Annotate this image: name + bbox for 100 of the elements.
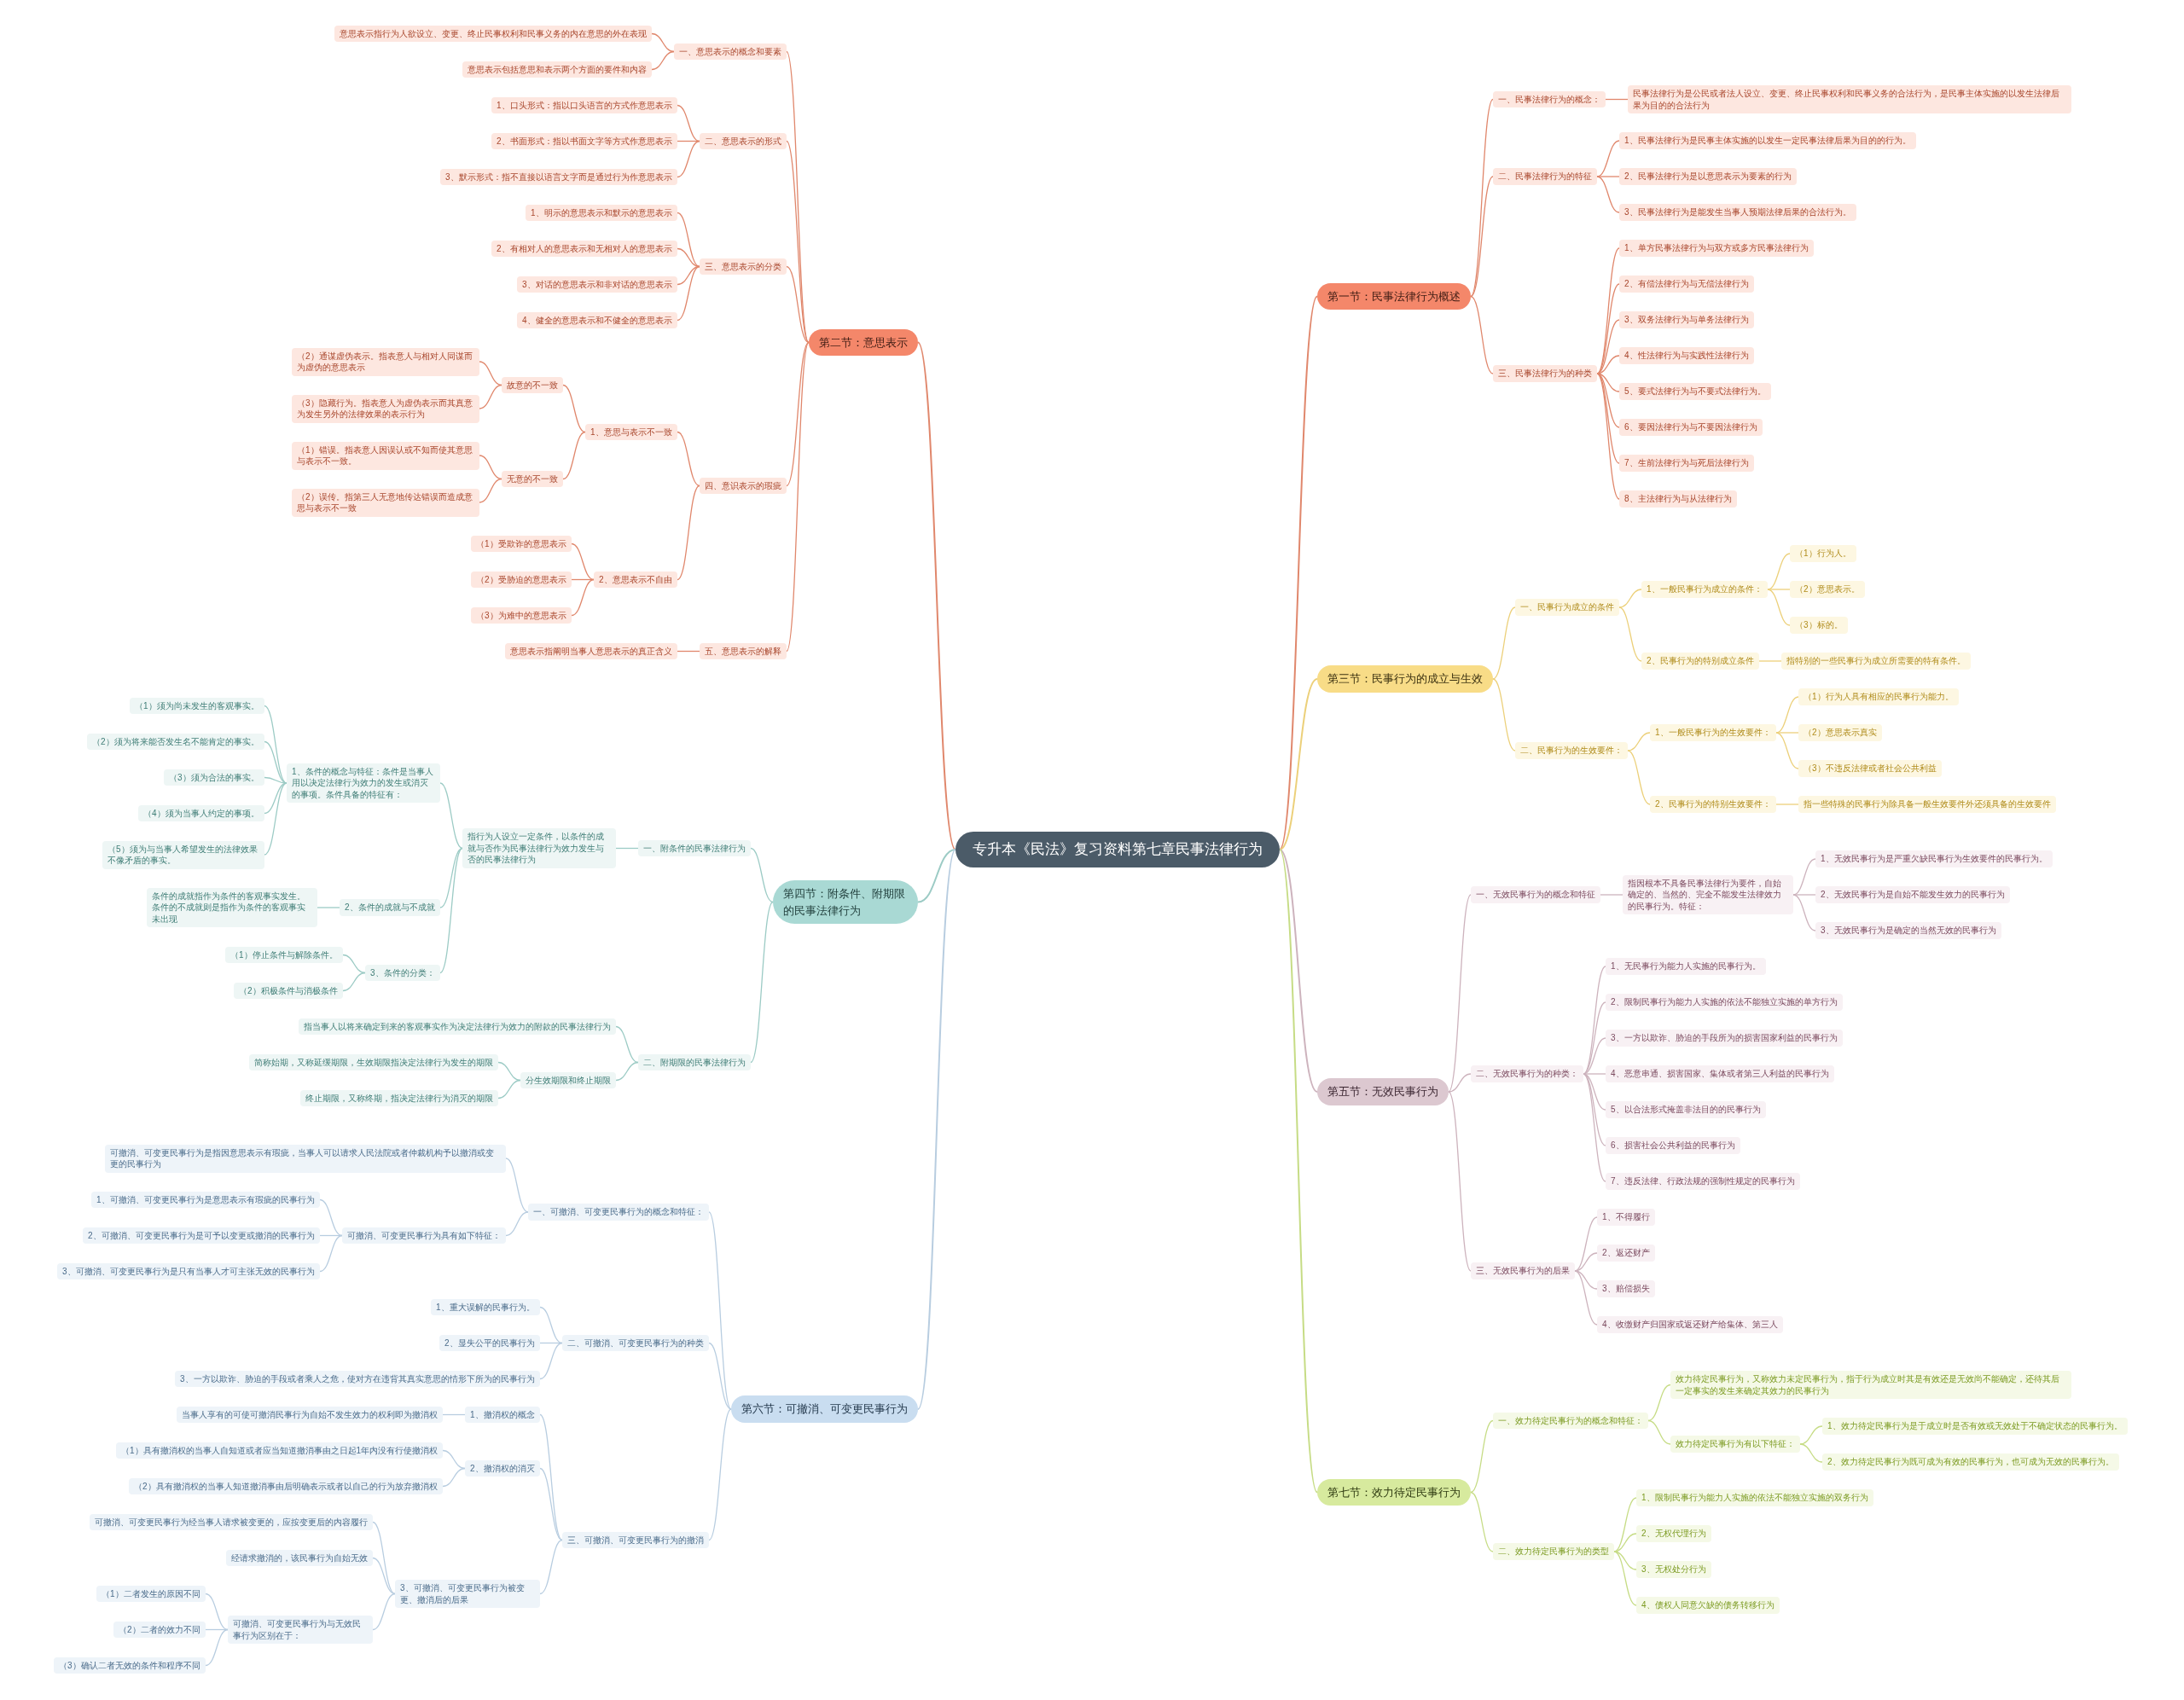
subtopic-box: 一、效力待定民事行为的概念和特征： xyxy=(1493,1412,1648,1429)
subtopic-box: 一、无效民事行为的概念和特征 xyxy=(1471,886,1600,903)
subtopic-box: （3）为难中的意思表示 xyxy=(471,606,572,624)
subtopic-box: （1）停止条件与解除条件。 xyxy=(225,946,343,963)
subtopic-box: 三、民事法律行为的种类 xyxy=(1493,365,1597,382)
connector-line xyxy=(917,849,956,903)
subtopic-box: （2）受胁迫的意思表示 xyxy=(471,571,572,588)
connector-line xyxy=(1492,606,1516,680)
connector-line xyxy=(539,1306,563,1344)
connector-line xyxy=(1583,966,1606,1075)
section-topic: 第三节：民事行为的成立与生效 xyxy=(1317,665,1493,693)
subtopic-box: 三、可撤消、可变更民事行为的撤消 xyxy=(562,1531,709,1548)
subtopic-box: 效力待定民事行为，又称效力未定民事行为，指于行为成立时其是有效还是无效尚不能确定，还待其后一定事实的发生来确定其效力的民事行为 xyxy=(1670,1371,2071,1399)
subtopic-box: （3）不违反法律或者社会公共利益 xyxy=(1798,760,1942,777)
subtopic-box: 无意的不一致 xyxy=(502,470,563,487)
subtopic-box: 意思表示指阐明当事人意思表示的真正含义 xyxy=(505,642,677,659)
connector-line xyxy=(539,1467,563,1541)
connector-line xyxy=(1613,1551,1637,1570)
subtopic-box: 2、无权代理行为 xyxy=(1636,1525,1711,1542)
connector-line xyxy=(1758,660,1782,662)
connector-line xyxy=(615,847,639,850)
connector-line xyxy=(651,50,675,71)
subtopic-box: 8、主法律行为与从法律行为 xyxy=(1619,490,1737,508)
subtopic-box: 2、限制民事行为能力人实施的依法不能独立实施的单方行为 xyxy=(1606,994,1843,1011)
connector-line xyxy=(439,847,463,908)
subtopic-box: 3、可撤消、可变更民事行为被变更、撤消后的后果 xyxy=(395,1580,540,1608)
subtopic-box: 3、赔偿损失 xyxy=(1597,1280,1655,1297)
subtopic-box: （3）确认二者无效的条件和程序不同 xyxy=(54,1656,206,1674)
subtopic-box: 1、单方民事法律行为与双方或多方民事法律行为 xyxy=(1619,240,1814,257)
connector-line xyxy=(1574,1270,1598,1290)
subtopic-box: 三、意思表示的分类 xyxy=(700,258,787,275)
connector-line xyxy=(1448,894,1472,1093)
subtopic-box: 三、无效民事行为的后果 xyxy=(1471,1262,1575,1279)
subtopic-box: 2、有偿法律行为与无偿法律行为 xyxy=(1619,276,1754,293)
subtopic-box: 四、意识表示的瑕疵 xyxy=(700,477,787,494)
connector-line xyxy=(1618,606,1642,662)
subtopic-box: 1、效力待定民事行为是于成立时是否有效或无效处于不确定状态的民事行为。 xyxy=(1822,1418,2128,1435)
subtopic-box: 1、意思与表示不一致 xyxy=(585,423,677,440)
connector-line xyxy=(677,104,700,142)
connector-line xyxy=(497,1079,521,1099)
connector-line xyxy=(479,361,502,386)
subtopic-box: 1、一般民事行为成立的条件： xyxy=(1641,581,1768,598)
subtopic-box: 一、意思表示的概念和要素 xyxy=(674,43,787,60)
subtopic-box: 1、明示的意思表示和默示的意思表示 xyxy=(526,204,677,221)
connector-line xyxy=(1647,1384,1671,1422)
connector-line xyxy=(1618,589,1642,608)
central-topic: 专升本《民法》复习资料第七章民事法律行为 xyxy=(956,832,1280,867)
subtopic-box: 3、双务法律行为与单务法律行为 xyxy=(1619,311,1754,328)
connector-line xyxy=(708,1408,732,1541)
connector-line xyxy=(1767,589,1791,626)
connector-line xyxy=(1600,894,1623,896)
subtopic-box: 1、无效民事行为是严重欠缺民事行为生效要件的民事行为。 xyxy=(1815,850,2053,867)
section-topic: 第二节：意思表示 xyxy=(809,328,918,356)
subtopic-box: （2）意思表示。 xyxy=(1790,581,1865,598)
subtopic-box: 2、效力待定民事行为既可成为有效的民事行为，也可成为无效的民事行为。 xyxy=(1822,1453,2119,1471)
subtopic-box: 2、民事行为的特别成立条件 xyxy=(1641,653,1759,670)
connector-line xyxy=(1596,373,1620,500)
connector-line xyxy=(442,1467,466,1488)
subtopic-box: 3、无效民事行为是确定的当然无效的民事行为 xyxy=(1815,922,2001,939)
section-topic: 第四节：附条件、附期限的民事法律行为 xyxy=(773,880,918,924)
connector-line xyxy=(1279,849,1318,1093)
connector-line xyxy=(439,782,463,850)
subtopic-box: 2、撤消权的消灭 xyxy=(465,1459,540,1477)
subtopic-box: 指因根本不具备民事法律行为要件，自始确定的、当然的、完全不能发生法律效力的民事行为。特征： xyxy=(1623,874,1793,914)
subtopic-box: 1、条件的概念与特征：条件是当事人用以决定法律行为效力的发生或消灭的事项。条件具备的特征有： xyxy=(287,763,440,803)
connector-line xyxy=(505,1211,529,1237)
subtopic-box: （1）错误。指表意人因误认或不知而使其意思与表示不一致。 xyxy=(292,441,479,470)
subtopic-box: 1、一般民事行为的生效要件： xyxy=(1650,724,1776,741)
connector-line xyxy=(1470,1419,1494,1494)
subtopic-box: 4、收缴财产归国家或返还财产给集体、第三人 xyxy=(1597,1316,1783,1333)
connector-line xyxy=(497,1061,521,1082)
connector-line xyxy=(1470,176,1494,298)
connector-line xyxy=(205,1593,229,1631)
connector-line xyxy=(1470,1491,1494,1552)
subtopic-box: 1、民事法律行为是民事主体实施的以发生一定民事法律后果为目的的行为。 xyxy=(1619,132,1916,149)
subtopic-box: 效力待定民事行为有以下特征： xyxy=(1670,1436,1800,1453)
subtopic-box: 4、性法律行为与实践性法律行为 xyxy=(1619,347,1754,364)
connector-line xyxy=(1775,732,1799,769)
subtopic-box: 3、对话的意思表示和非对话的意思表示 xyxy=(517,276,677,293)
subtopic-box: 5、以合法形式掩盖非法目的的民事行为 xyxy=(1606,1101,1766,1118)
subtopic-box: 6、要因法律行为与不要因法律行为 xyxy=(1619,419,1763,436)
subtopic-box: （1）行为人。 xyxy=(1790,545,1856,562)
subtopic-box: 1、不得履行 xyxy=(1597,1209,1655,1226)
connector-line xyxy=(708,1342,732,1410)
connector-line xyxy=(677,431,700,487)
connector-line xyxy=(317,907,340,908)
subtopic-box: 2、可撤消、可变更民事行为是可予以变更或撤消的民事行为 xyxy=(83,1227,320,1244)
subtopic-box: 意思表示包括意思和表示两个方面的要件和内容 xyxy=(462,61,652,78)
subtopic-box: （2）积极条件与消极条件 xyxy=(234,982,343,999)
subtopic-box: 2、无效民事行为是自始不能发生效力的民事行为 xyxy=(1815,886,2010,903)
connector-line xyxy=(1775,804,1799,805)
subtopic-box: 可撤消、可变更民事行为经当事人请求被变更的，应按变更后的内容履行 xyxy=(90,1513,373,1530)
subtopic-box: 3、一方以欺诈、胁迫的手段或者乘人之危，使对方在违背其真实意思的情形下所为的民事行为 xyxy=(175,1370,540,1387)
connector-line xyxy=(571,542,595,581)
connector-line xyxy=(1448,1073,1472,1093)
subtopic-box: （2）意思表示真实 xyxy=(1798,724,1882,741)
subtopic-box: 条件的成就指作为条件的客观事实发生。条件的不成就则是指作为条件的客观事实未出现 xyxy=(147,887,317,927)
connector-line xyxy=(1613,1551,1637,1606)
subtopic-box: （1）须为尚未发生的客观事实。 xyxy=(130,697,264,714)
connector-line xyxy=(1613,1497,1637,1552)
